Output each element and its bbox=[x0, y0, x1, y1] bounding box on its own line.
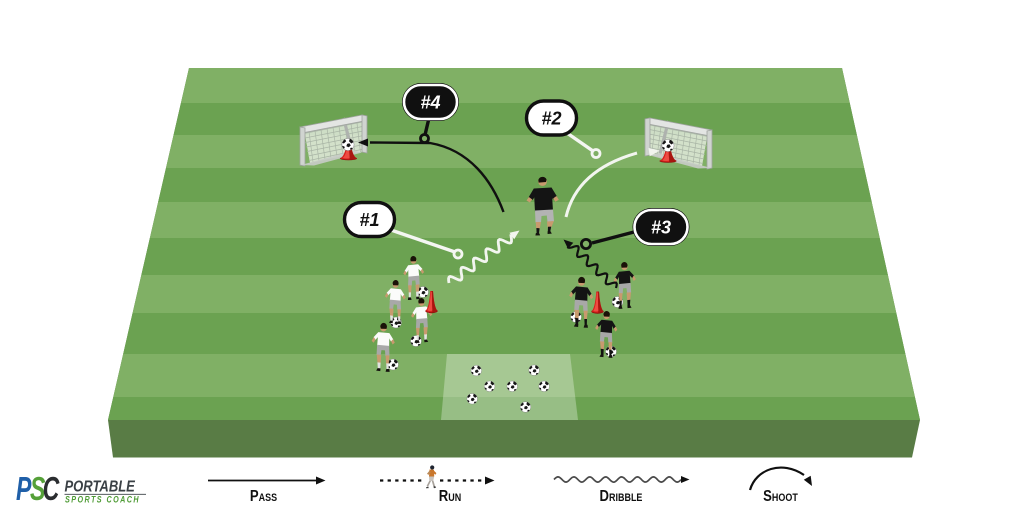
svg-text:Dribble: Dribble bbox=[600, 488, 643, 505]
svg-text:PORTABLE: PORTABLE bbox=[65, 479, 136, 496]
svg-text:#3: #3 bbox=[651, 218, 671, 238]
svg-text:P: P bbox=[16, 471, 32, 508]
svg-text:#1: #1 bbox=[359, 210, 379, 230]
svg-text:Shoot: Shoot bbox=[763, 488, 798, 505]
svg-text:Pass: Pass bbox=[250, 488, 277, 505]
svg-text:C: C bbox=[43, 471, 60, 508]
svg-text:S: S bbox=[30, 471, 45, 508]
svg-text:#4: #4 bbox=[420, 93, 440, 113]
svg-text:#2: #2 bbox=[541, 109, 561, 129]
svg-text:SPORTS COACH: SPORTS COACH bbox=[65, 495, 140, 505]
svg-text:Run: Run bbox=[439, 488, 461, 505]
